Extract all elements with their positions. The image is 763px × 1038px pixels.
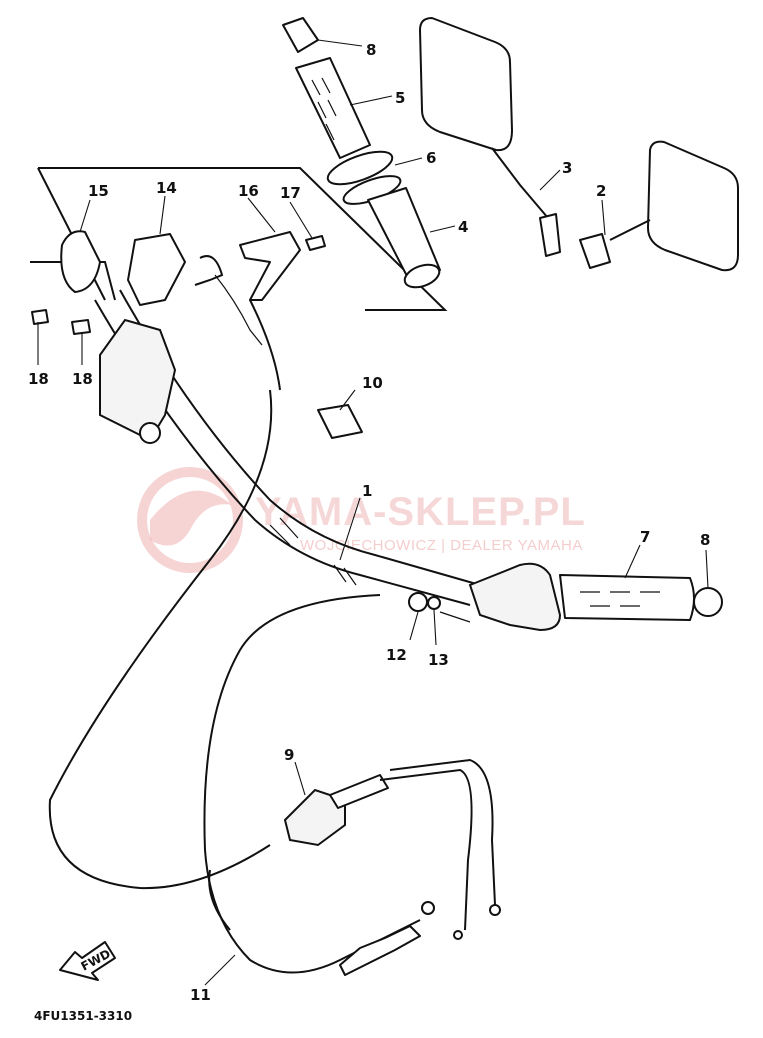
callout-9: 9	[284, 746, 294, 764]
cable-clip	[317, 404, 363, 439]
callout-18-right: 18	[72, 370, 93, 388]
callout-16: 16	[238, 182, 259, 200]
mirrors	[419, 17, 739, 272]
callout-2: 2	[596, 182, 606, 200]
callout-8-right: 8	[700, 531, 710, 549]
watermark-logo-swoosh	[150, 490, 232, 546]
callout-17: 17	[280, 184, 301, 202]
watermark: YAMA-SKLEP.PL WOJCIECHOWICZ | DEALER YAM…	[137, 467, 586, 573]
callout-13: 13	[428, 651, 449, 669]
left-lever-assembly	[30, 167, 448, 444]
callout-1: 1	[362, 482, 372, 500]
callout-12: 12	[386, 646, 407, 664]
throttle-grip-top	[282, 17, 441, 289]
callout-15: 15	[88, 182, 109, 200]
callout-11: 11	[190, 986, 211, 1004]
diagram-code: 4FU1351-3310	[34, 1009, 132, 1023]
callouts: 8 5 6 4 3 2 15 14 16 17 18 18 10 1 7 8 1…	[28, 41, 710, 1004]
right-grip-assembly	[408, 562, 723, 632]
forward-direction-arrow: FWD	[59, 941, 116, 981]
watermark-brand: YAMA-SKLEP.PL	[255, 490, 586, 534]
callout-10: 10	[362, 374, 383, 392]
callout-8-top: 8	[366, 41, 376, 59]
cables	[48, 299, 421, 974]
leader-lines	[37, 39, 709, 986]
callout-18-left: 18	[28, 370, 49, 388]
callout-6: 6	[426, 149, 436, 167]
callout-5: 5	[395, 89, 405, 107]
callout-4: 4	[458, 218, 468, 236]
callout-14: 14	[156, 179, 177, 197]
cable-junction	[283, 758, 501, 976]
callout-3: 3	[562, 159, 572, 177]
watermark-subtitle: WOJCIECHOWICZ | DEALER YAMAHA	[300, 537, 583, 554]
callout-7: 7	[640, 528, 650, 546]
